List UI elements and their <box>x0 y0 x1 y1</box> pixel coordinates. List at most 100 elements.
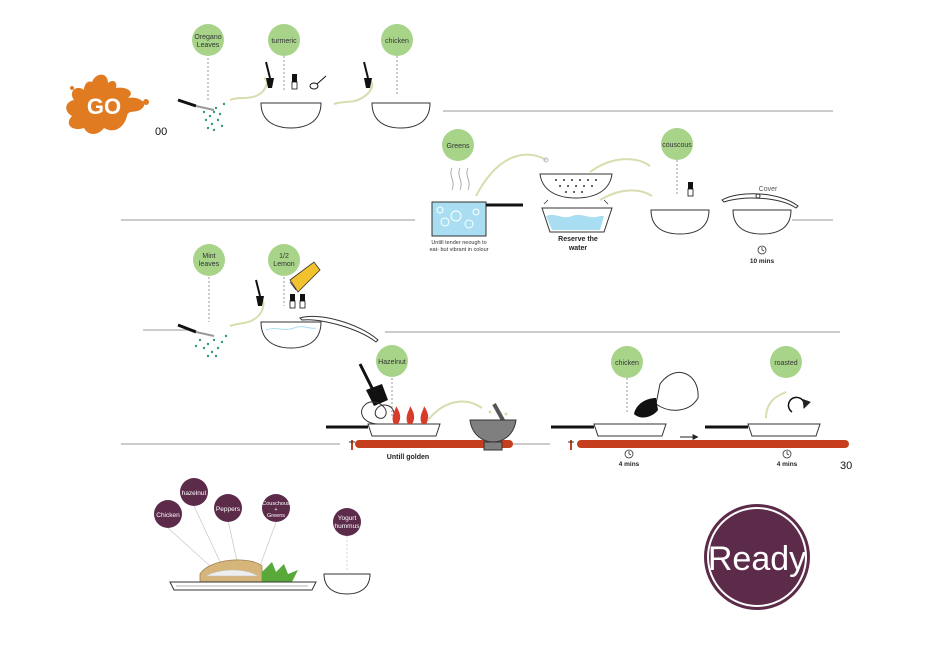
lid-icon <box>721 193 799 209</box>
transfer-arc-3 <box>599 189 653 201</box>
boil-note-2: eat- but vibrant in colour <box>429 247 488 253</box>
steam-icon <box>450 167 470 191</box>
golden-note: Untill golden <box>387 454 429 461</box>
clock-icon <box>757 245 767 255</box>
ready-badge: Ready <box>704 504 810 610</box>
cover-time: 10 mins <box>750 258 775 265</box>
transfer-arc-2 <box>589 158 651 173</box>
chicken-label: chicken <box>385 38 409 45</box>
turmeric-label: turmeric <box>271 38 297 45</box>
go-splash: GO <box>66 74 149 134</box>
spoon-icon <box>309 75 327 90</box>
transfer-arc-1 <box>475 153 547 197</box>
clock-icon-3 <box>782 449 792 459</box>
ingredient-couscous: couscous <box>661 128 693 196</box>
flip-icon <box>787 396 811 413</box>
chopped-mint-icon <box>194 334 228 358</box>
frying-pan-1 <box>326 423 441 437</box>
couscous-bowl <box>650 209 710 235</box>
transfer-swirl-3 <box>229 297 265 327</box>
mint-label-1: Mint <box>202 253 215 260</box>
water-bowl-icon <box>541 207 613 233</box>
ingredient-roasted: roasted <box>770 346 802 378</box>
ingredient-greens: Greens <box>442 129 474 161</box>
ingredient-mint: Mint leaves <box>193 244 225 322</box>
reserve-water-2: water <box>568 245 588 252</box>
stove-bar-2 <box>568 440 849 450</box>
spice-jar-icon <box>291 74 298 90</box>
oregano-label-1: Oregano <box>194 34 221 41</box>
ingredient-hazelnut: Hazelnut <box>376 345 408 418</box>
plate-chicken-text: Chicken <box>156 512 180 519</box>
mixing-bowl-2 <box>371 102 431 129</box>
chicken-time: 4 mins <box>619 461 640 468</box>
knife-icon <box>177 98 215 111</box>
greens-garnish-icon <box>262 562 298 582</box>
plate-label-peppers: Peppers <box>214 494 242 522</box>
lemon-label-1: 1/2 <box>279 253 289 260</box>
mixing-bowl-1 <box>260 102 322 129</box>
mixing-bowl-3 <box>260 321 322 349</box>
ingredient-turmeric: turmeric <box>268 24 300 90</box>
ingredient-chicken-2: chicken <box>611 346 643 414</box>
stir-swirl-icon <box>361 401 395 425</box>
go-label: GO <box>87 94 121 119</box>
lemon-squeezer-icon <box>289 261 321 293</box>
spice-jar-icon-2 <box>687 182 694 197</box>
boiling-pot-icon <box>431 201 523 237</box>
mortar-pestle-icon <box>469 403 517 451</box>
roasted-label: roasted <box>774 360 797 367</box>
plate-yogurt-text-2: hummus <box>335 523 361 530</box>
frying-pan-2 <box>551 423 667 437</box>
cover-label: Cover <box>759 186 778 193</box>
end-time: 30 <box>840 460 852 472</box>
lemon-label-2: Lemon <box>273 261 295 268</box>
plate-label-couscous: Couschous + Greens <box>262 494 290 522</box>
plate-yogurt-text-1: Yogurt <box>338 515 357 522</box>
plate-label-chicken: Chicken <box>154 500 182 528</box>
plate-hazelnut-text: hazelnut <box>182 490 207 497</box>
plate-label-hazelnut: hazelnut <box>180 478 208 506</box>
basting-brush-icon <box>265 61 274 88</box>
plate-label-yogurt: Yogurt hummus <box>333 508 361 536</box>
go-splash-shape <box>66 74 145 134</box>
transfer-swirl <box>229 77 268 101</box>
plate-couscous-text-2: + <box>274 507 277 513</box>
reserve-water-1: Reserve the <box>558 236 598 243</box>
plate-pointer-lines <box>167 505 348 572</box>
transfer-arc-5 <box>765 391 787 419</box>
frying-pan-3 <box>705 423 821 437</box>
ingredient-oregano: Oregano Leaves <box>192 24 224 100</box>
spice-jar-icon-3 <box>289 294 306 309</box>
roast-time: 4 mins <box>777 461 798 468</box>
yogurt-bowl <box>323 573 371 595</box>
stove-bar-1 <box>349 440 513 450</box>
couscous-label: couscous <box>662 142 692 149</box>
boil-note-1: Untill tender neough to <box>431 240 486 246</box>
timeline-lines <box>121 110 840 445</box>
spatula-icon <box>358 363 388 406</box>
ingredient-lemon: 1/2 Lemon <box>268 244 300 306</box>
ingredient-chicken: chicken <box>381 24 413 96</box>
mint-label-2: leaves <box>199 261 220 268</box>
oregano-label-2: Leaves <box>197 42 220 49</box>
start-time: 00 <box>155 126 167 138</box>
serving-plate <box>169 559 317 591</box>
greens-label: Greens <box>447 143 470 150</box>
clock-icon-2 <box>624 449 634 459</box>
pouring-bowl-icon <box>634 372 699 418</box>
transfer-swirl-2 <box>333 79 374 105</box>
flame-icon <box>392 406 429 424</box>
knife-icon-2 <box>177 323 215 337</box>
lid-icon-2 <box>299 315 379 343</box>
hazelnut-ingredient-label: Hazelnut <box>378 359 406 366</box>
chopped-herbs-icon <box>202 102 226 132</box>
gas-knob-icon <box>349 440 355 450</box>
chicken-2-label: chicken <box>615 360 639 367</box>
ready-label: Ready <box>708 540 806 578</box>
basting-brush-icon-2 <box>363 61 372 88</box>
colander-icon <box>539 173 613 205</box>
transfer-arc-4 <box>427 400 483 421</box>
plate-couscous-text-3: Greens <box>267 513 285 519</box>
